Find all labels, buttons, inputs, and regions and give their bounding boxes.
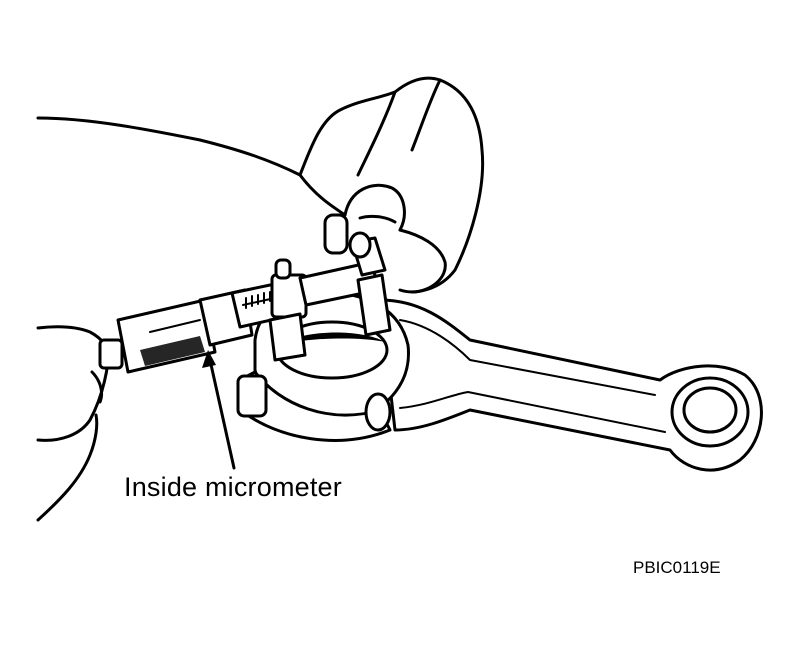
callout-label: Inside micrometer: [124, 472, 342, 502]
inside-micrometer: [98, 213, 392, 374]
connecting-rod: [236, 290, 763, 472]
callout-leader: [202, 350, 236, 470]
lower-hand: [36, 325, 110, 522]
upper-hand: [36, 76, 485, 294]
figure-code: PBIC0119E: [633, 558, 721, 577]
